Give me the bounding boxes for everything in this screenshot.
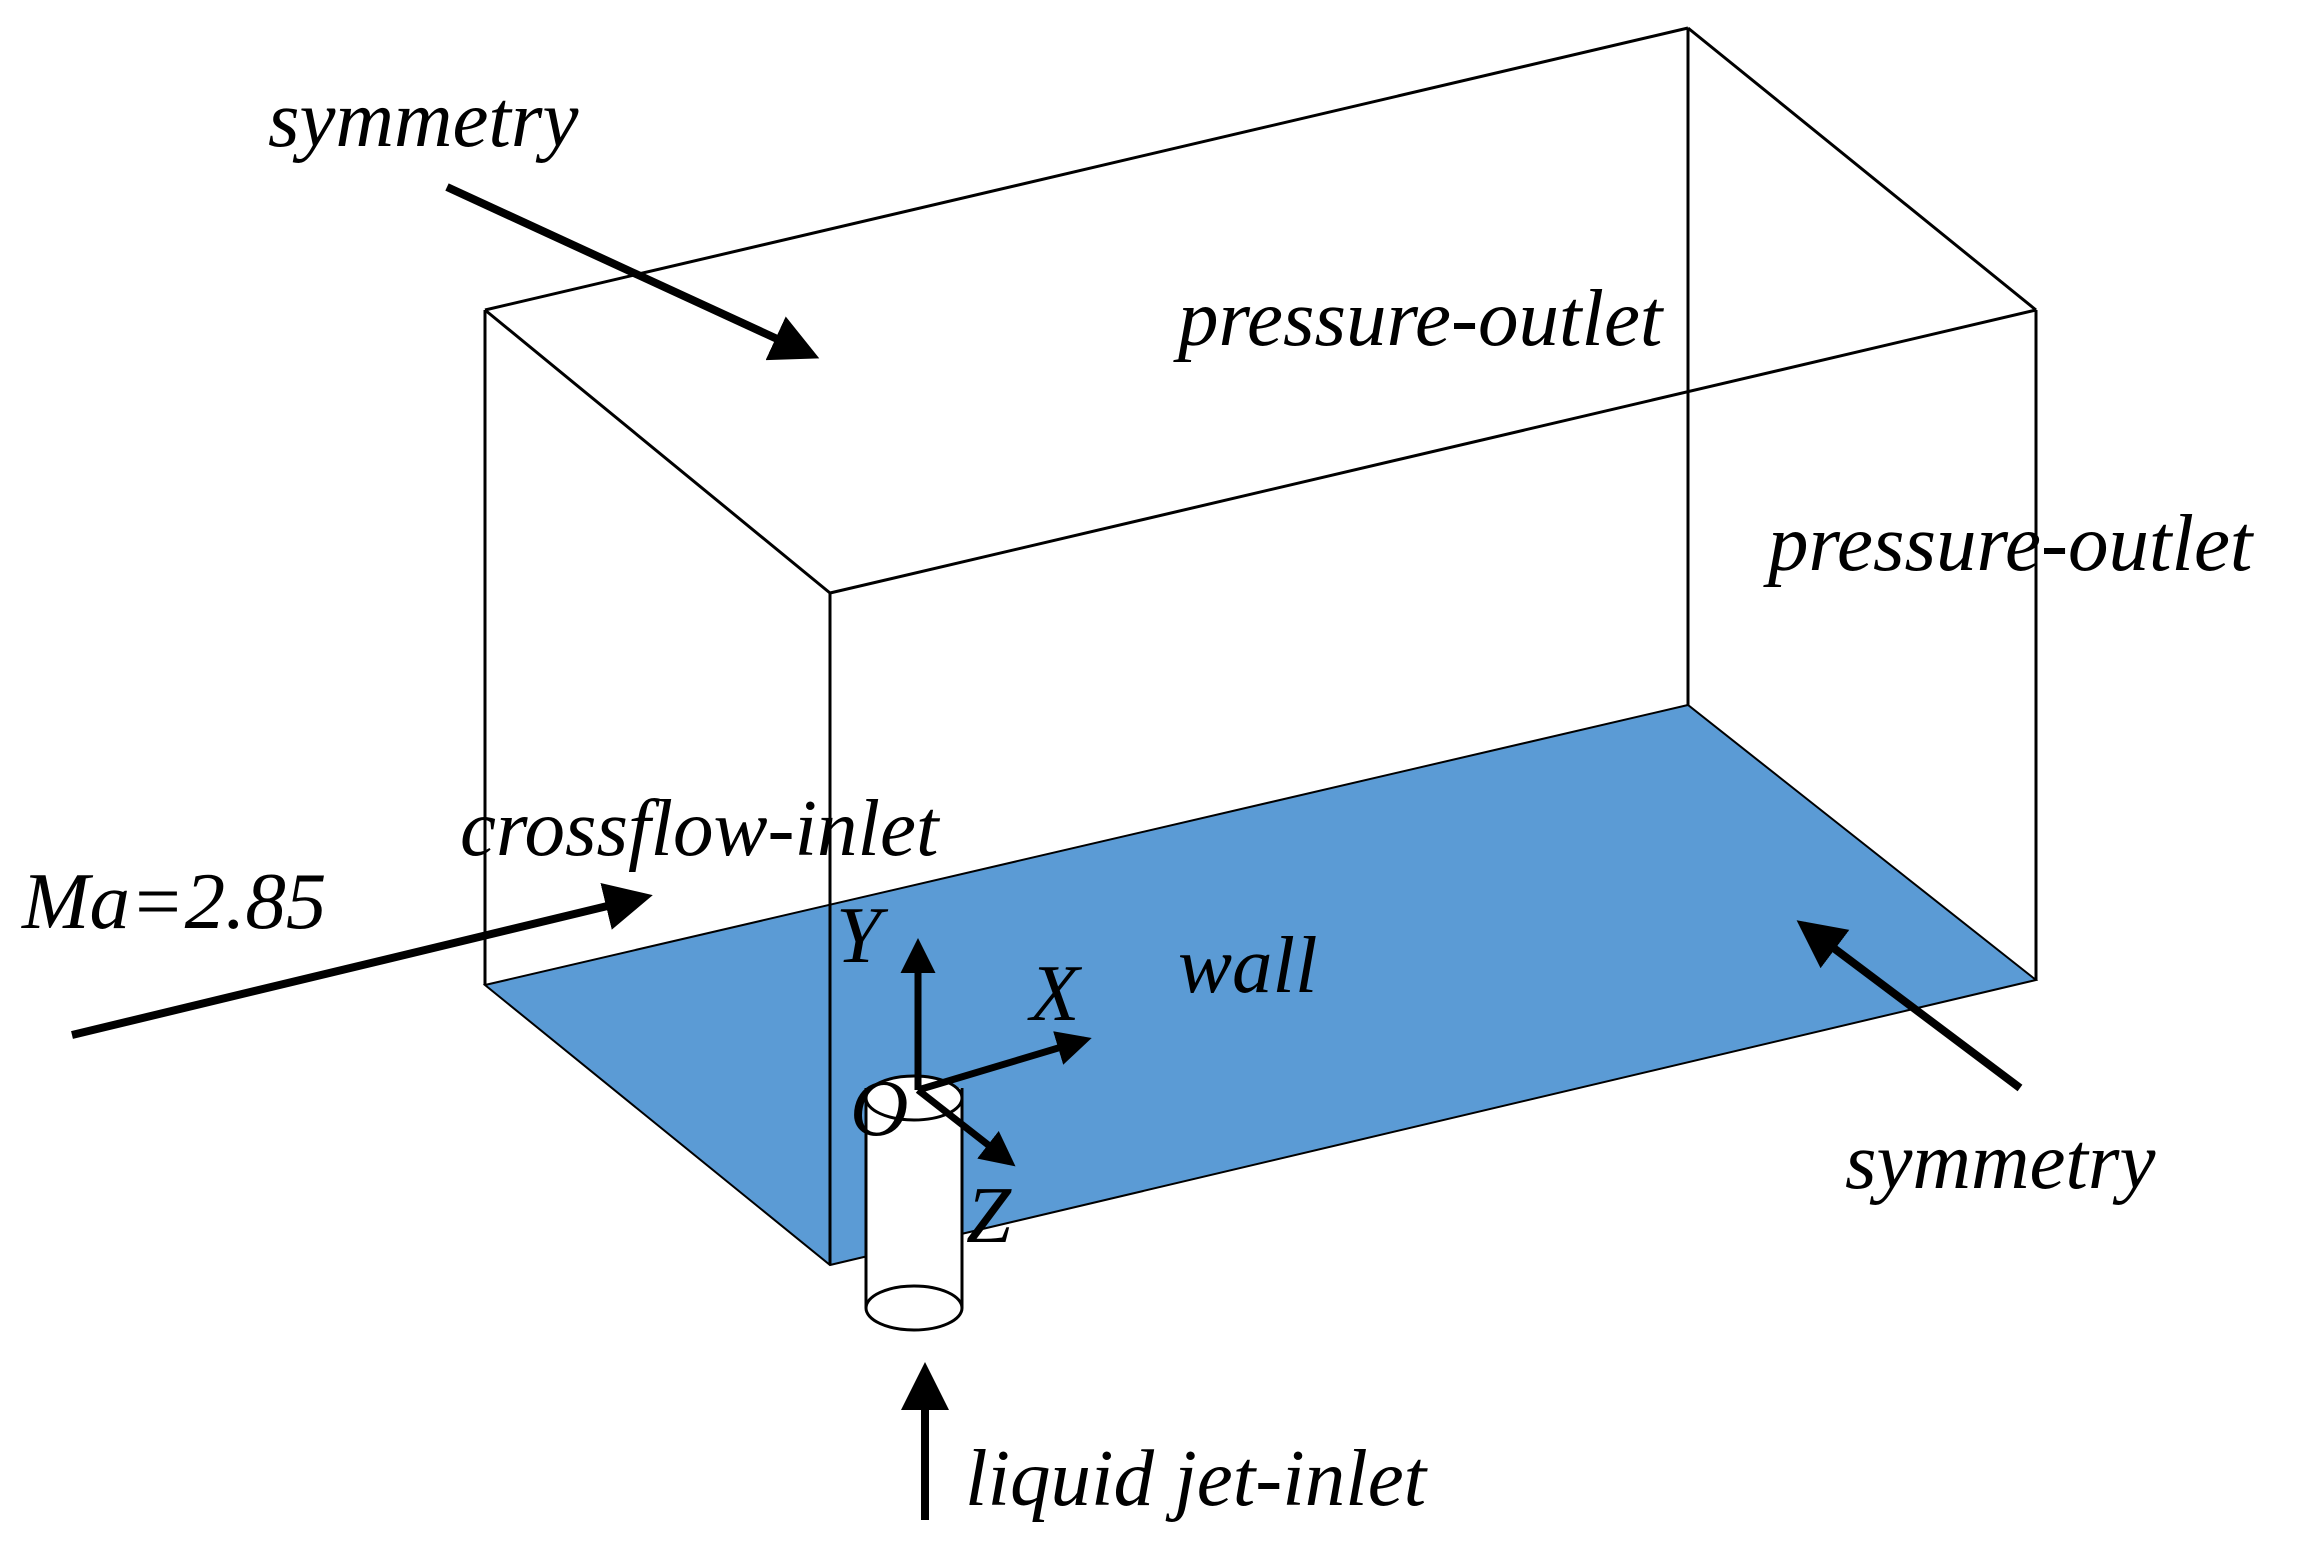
jet-orifice-bottom — [864, 1284, 964, 1332]
symmetry-top-arrow — [445, 183, 820, 361]
axis-z-label: Z — [966, 1170, 1012, 1260]
symmetry-top-label: symmetry — [268, 74, 578, 164]
pressure-outlet-top-label: pressure-outlet — [1173, 273, 1665, 363]
wall-label: wall — [1178, 920, 1318, 1010]
z-axis-arrow — [915, 1087, 1016, 1167]
liquid-jet-inlet-label: liquid jet-inlet — [965, 1433, 1429, 1523]
axis-y-label: Y — [836, 890, 889, 980]
mach-number-label: Ma=2.85 — [21, 856, 326, 946]
axis-x-label: X — [1027, 948, 1083, 1038]
symmetry-right-label: symmetry — [1845, 1116, 2155, 1206]
domain-box-edges — [483, 26, 2038, 1265]
crossflow-inlet-arrow — [71, 883, 653, 1039]
x-axis-arrow — [916, 1031, 1092, 1094]
crossflow-inlet-label: crossflow-inlet — [460, 783, 941, 873]
coordinate-axes — [900, 938, 1092, 1167]
symmetry-right-arrow — [1796, 920, 2023, 1092]
pressure-outlet-right-label: pressure-outlet — [1763, 498, 2255, 588]
origin-label: O — [850, 1063, 909, 1153]
